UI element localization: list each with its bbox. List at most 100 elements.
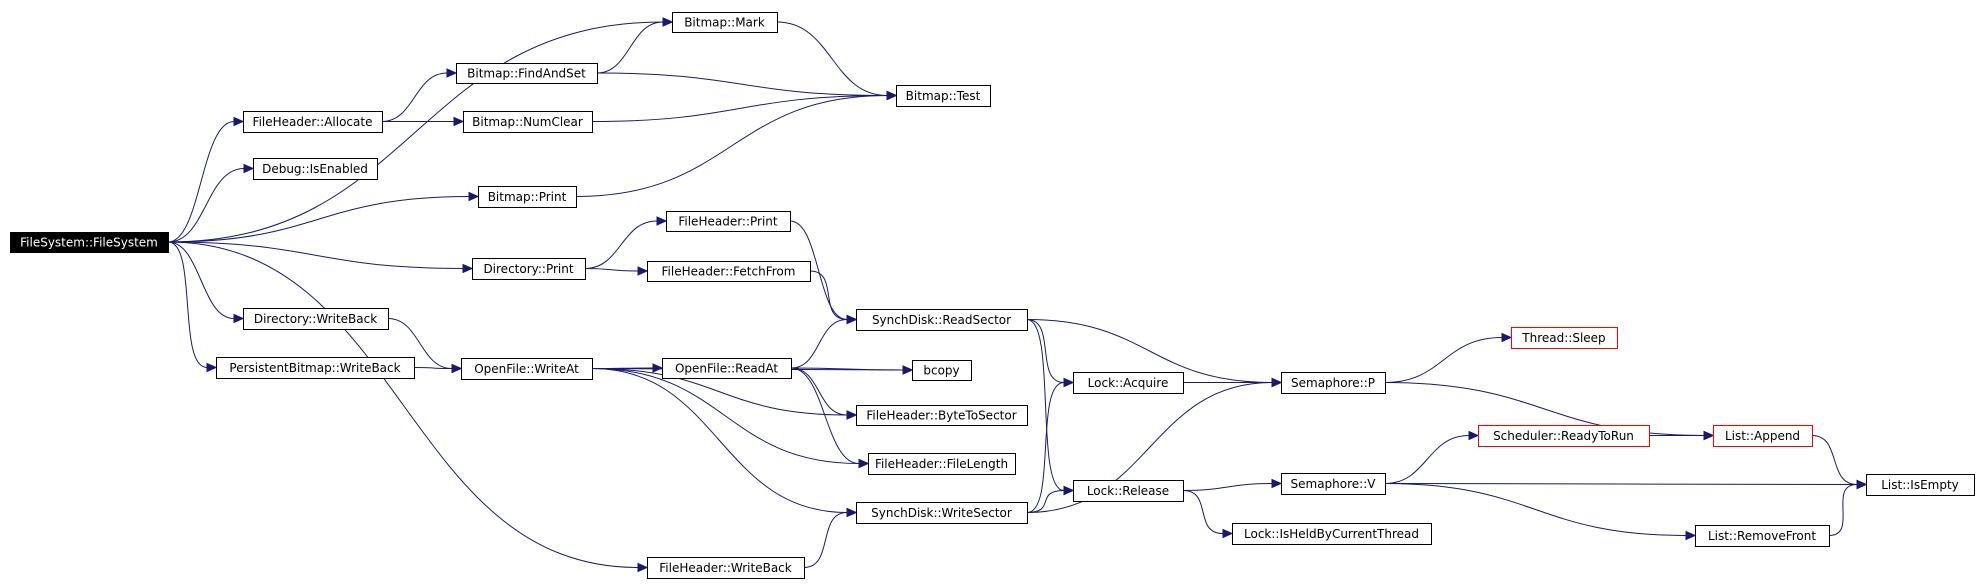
edge-line [1384,337,1503,383]
edge-fs-to-dbg [167,163,255,243]
node-fhfetch[interactable]: FileHeader::FetchFrom [647,261,811,282]
edge-line [1182,483,1273,491]
node-label: Lock::Acquire [1088,376,1169,390]
node-lappend[interactable]: List::Append [1713,425,1813,447]
node-dwb[interactable]: Directory::WriteBack [243,308,389,330]
edge-line [1026,319,1273,383]
edge-line [1384,483,1858,485]
node-label: Semaphore::V [1291,477,1377,491]
node-box [1232,523,1432,545]
node-label: OpenFile::ReadAt [675,362,778,376]
node-label: FileSystem::FileSystem [20,236,158,250]
edge-ofread-to-fhbts [790,367,858,420]
node-label: OpenFile::WriteAt [474,362,579,376]
node-btest[interactable]: Bitmap::Test [896,85,991,107]
edge-line [776,21,888,96]
edge-line [167,241,208,368]
arrowhead-icon [1703,430,1715,441]
edge-semv-to-lremove [1384,483,1697,541]
edge-line [596,72,888,96]
node-fs[interactable]: FileSystem::FileSystem [10,232,169,253]
node-ofread[interactable]: OpenFile::ReadAt [662,358,792,379]
node-sdwrite[interactable]: SynchDisk::WriteSector [856,502,1028,524]
node-sched[interactable]: Scheduler::ReadyToRun [1478,425,1650,447]
edge-semv-to-sched [1384,430,1480,484]
arrowhead-icon [846,410,858,420]
edge-sched-to-lappend [1648,430,1715,441]
edge-fhalloc-to-bfind [381,68,458,122]
node-label: Directory::Print [483,262,573,276]
arrowhead-icon [451,363,463,374]
node-bfind[interactable]: Bitmap::FindAndSet [456,63,598,84]
edge-line [1026,490,1065,513]
node-box [647,557,805,579]
node-label: bcopy [923,364,959,378]
node-box [868,453,1016,475]
node-lremove[interactable]: List::RemoveFront [1695,525,1830,547]
node-fhalloc[interactable]: FileHeader::Allocate [243,111,383,133]
edge-line [1384,483,1687,536]
edge-fs-to-dprint [167,241,474,274]
node-label: List::RemoveFront [1708,529,1816,543]
edge-bnum-to-btest [591,90,898,122]
node-dprint[interactable]: Directory::Print [472,258,586,280]
node-label: Directory::WriteBack [254,312,377,326]
node-box [856,405,1028,426]
node-fhwb[interactable]: FileHeader::WriteBack [647,557,805,579]
node-box [662,358,792,379]
arrowhead-icon [637,266,649,276]
edge-line [790,367,860,464]
node-lacq[interactable]: Lock::Acquire [1073,372,1184,394]
node-label: List::Append [1725,429,1800,443]
node-label: PersistentBitmap::WriteBack [229,361,400,375]
arrowhead-icon [846,507,858,518]
edge-dprint-to-fhprint [584,216,668,269]
node-box [478,186,577,208]
edge-fhfetch-to-sdread [809,270,858,325]
node-box [896,85,991,107]
arrowhead-icon [233,313,245,324]
node-fhlen[interactable]: FileHeader::FileLength [868,453,1016,475]
node-lempty[interactable]: List::IsEmpty [1866,474,1975,496]
node-fhbts[interactable]: FileHeader::ByteToSector [856,405,1028,426]
node-bmark[interactable]: Bitmap::Mark [672,12,778,33]
node-box [253,158,378,180]
node-pbwb[interactable]: PersistentBitmap::WriteBack [216,357,415,379]
arrowhead-icon [1856,479,1868,490]
node-box [1511,327,1618,349]
node-semp[interactable]: Semaphore::P [1281,372,1386,394]
node-semv[interactable]: Semaphore::V [1281,473,1386,495]
edge-layer [167,17,1868,573]
arrowhead-icon [1063,377,1075,388]
arrowhead-icon [206,362,218,373]
node-label: FileHeader::FetchFrom [662,265,796,279]
edge-sdwrite-to-lacq [1026,377,1075,513]
edge-line [1182,490,1224,534]
node-lheld[interactable]: Lock::IsHeldByCurrentThread [1232,523,1432,545]
arrowhead-icon [886,90,898,101]
edge-line [1828,484,1858,536]
node-fhprint[interactable]: FileHeader::Print [666,211,791,232]
node-tsleep[interactable]: Thread::Sleep [1511,327,1618,349]
node-sdread[interactable]: SynchDisk::ReadSector [856,309,1028,331]
node-bprint[interactable]: Bitmap::Print [478,186,577,208]
node-box [10,232,169,253]
arrowhead-icon [468,191,480,202]
node-label: SynchDisk::ReadSector [872,313,1011,327]
node-ofwrite[interactable]: OpenFile::WriteAt [461,358,593,380]
node-dbg[interactable]: Debug::IsEnabled [253,158,378,180]
node-bcopy[interactable]: bcopy [912,360,972,381]
edge-line [387,318,453,369]
edge-ofread-to-fhlen [790,367,870,469]
edge-semp-to-tsleep [1384,332,1513,383]
node-box [243,308,389,330]
edge-sdwrite-to-lrel [1026,485,1075,513]
arrowhead-icon [1501,332,1513,343]
arrowhead-icon [652,363,664,373]
node-bnum[interactable]: Bitmap::NumClear [463,111,593,133]
edge-line [167,241,639,568]
node-label: SynchDisk::WriteSector [871,506,1012,520]
node-label: Semaphore::P [1291,376,1375,390]
node-lrel[interactable]: Lock::Release [1073,480,1184,502]
edge-line [584,268,639,272]
